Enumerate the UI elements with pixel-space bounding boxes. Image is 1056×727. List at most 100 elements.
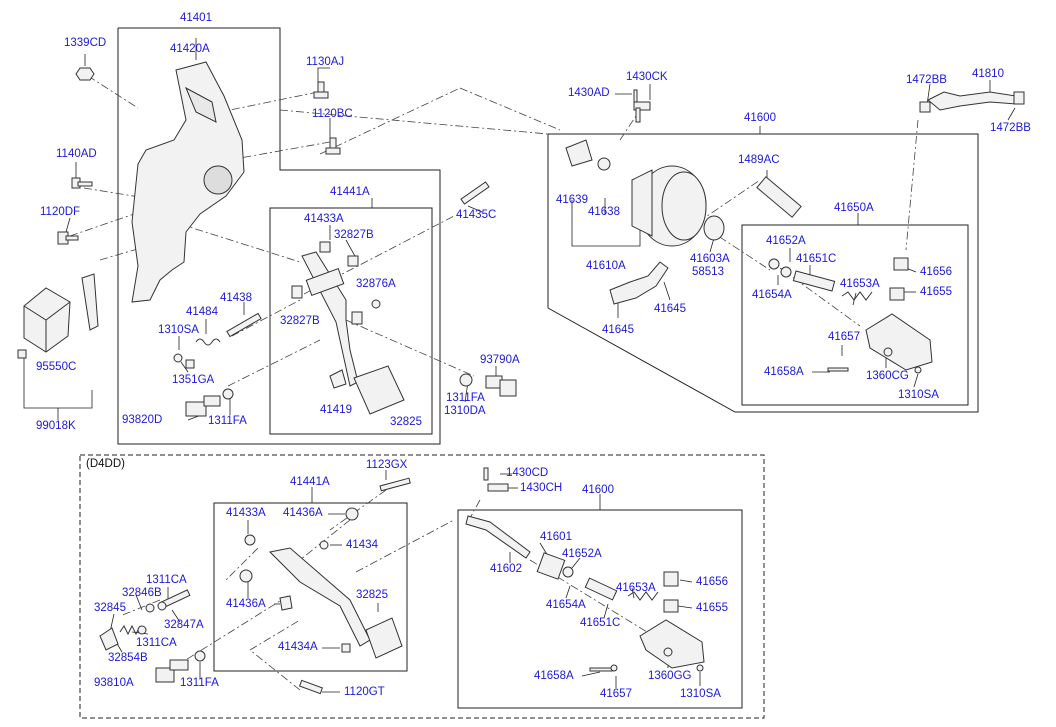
label-41658a: 41658A (764, 366, 804, 378)
label-32825: 32825 (390, 416, 422, 428)
label-1311fa: 1311FA (208, 415, 247, 427)
nut-1310sa-right (914, 366, 922, 374)
washer-41657-lower (610, 664, 618, 672)
label-1360cg: 1360CG (866, 370, 909, 382)
d4dd-group-box (79, 454, 765, 719)
pedal-pad-32825 (353, 365, 405, 415)
ring-41652a-lower (562, 566, 574, 578)
bush-41434a-small (341, 643, 351, 653)
switch-93810a (155, 659, 189, 683)
rod-41601 (536, 552, 566, 580)
nut-1311fa (222, 388, 234, 400)
bolt-1140ad (71, 177, 93, 189)
bolt-1123gx (379, 477, 411, 492)
bush-32827b-top (347, 255, 359, 267)
clamp-1472bb-left (919, 101, 931, 113)
pedal-arm (301, 251, 359, 387)
label-1310sa: 1310SA (158, 324, 199, 336)
cap-41655 (889, 287, 905, 301)
piston-41651c (792, 270, 836, 292)
label-1140ad: 1140AD (56, 148, 97, 160)
label-41401: 41401 (180, 12, 212, 24)
nut-1311ca (157, 601, 167, 611)
label-41436a-top: 41436A (283, 507, 323, 519)
rod-41602 (465, 515, 531, 559)
label-41653a: 41653A (840, 278, 880, 290)
module-bracket (81, 273, 99, 331)
module-95550c (23, 287, 71, 353)
clip-32876a (371, 299, 381, 309)
label-41656: 41656 (920, 266, 952, 278)
seal-41603a (703, 215, 725, 241)
label-41602: 41602 (490, 563, 522, 575)
label-32827b-left: 32827B (280, 315, 320, 327)
label-1310sa-lower: 1310SA (680, 688, 721, 700)
label-1311ca: 1311CA (146, 574, 187, 586)
label-1310sa-right: 1310SA (898, 389, 939, 401)
cap-41655-lower (663, 599, 679, 613)
nut-1310sa-lower (696, 664, 704, 672)
bush-41436a-lower (239, 569, 253, 583)
hose-41810 (927, 91, 1017, 111)
label-41441a-lower: 41441A (290, 476, 330, 488)
bolt-1360cg (883, 347, 893, 357)
label-1311fa-right: 1311FA (446, 392, 485, 404)
label-41651c: 41651C (796, 253, 837, 265)
label-1311fa-lower: 1311FA (180, 677, 219, 689)
booster-front (631, 169, 653, 237)
label-1351ga: 1351GA (172, 374, 215, 386)
bolt-1120gt (298, 679, 324, 695)
label-41656-lower: 41656 (696, 576, 728, 588)
clamp-1472bb-right (1013, 91, 1025, 105)
label-1120df: 1120DF (40, 206, 81, 218)
label-1472bb-left: 1472BB (906, 74, 947, 86)
label-1311ca-lower: 1311CA (136, 637, 177, 649)
nut-1310sa (173, 353, 183, 363)
label-93790a: 93790A (480, 354, 520, 366)
switch-93820d (185, 395, 221, 417)
label-1310da: 1310DA (444, 405, 486, 417)
body-41657-lower (639, 619, 705, 669)
label-32846b: 32846B (122, 587, 162, 599)
label-41639: 41639 (556, 194, 588, 206)
bracket-outline (117, 27, 441, 445)
pin-41438 (226, 312, 262, 338)
ring-41652a (768, 258, 780, 270)
label-41655: 41655 (920, 286, 952, 298)
screw-99018k (17, 349, 27, 359)
label-41810: 41810 (972, 68, 1004, 80)
label-41651c-lower: 41651C (580, 617, 621, 629)
bush-41436a-top (345, 507, 359, 521)
lower-pedal-box (213, 502, 408, 672)
cap-41656-lower (663, 571, 679, 587)
washer-41654a (780, 266, 792, 278)
bush-41433a-lower (244, 534, 256, 546)
bolt-1430ch (487, 483, 509, 492)
label-d4dd: (D4DD) (86, 458, 125, 470)
label-95550c: 95550C (36, 361, 77, 373)
piston-41651c-lower (584, 577, 618, 601)
washer-1351ga (185, 359, 195, 369)
label-93820d: 93820D (122, 414, 163, 426)
bush-41433a (319, 241, 331, 253)
nut-1311ca-lower (137, 625, 147, 635)
lower-pedal-pad-32825 (365, 617, 403, 659)
label-58513: 58513 (692, 266, 724, 278)
label-41654a: 41654A (752, 289, 792, 301)
label-32827b-top: 32827B (334, 229, 374, 241)
clip-32876a-mount (351, 311, 363, 325)
label-32876a: 32876A (356, 278, 396, 290)
label-41638: 41638 (588, 206, 620, 218)
label-32854b: 32854B (108, 652, 148, 664)
part-32847a (145, 603, 155, 613)
label-1430ad: 1430AD (568, 87, 610, 99)
label-32825-lower: 32825 (356, 589, 388, 601)
yoke-41638 (597, 157, 611, 171)
label-41658a-lower: 41658A (534, 670, 574, 682)
bolt-1120df (57, 231, 79, 245)
label-41434: 41434 (346, 539, 378, 551)
pedal-hub (305, 268, 345, 296)
label-41655-lower: 41655 (696, 602, 728, 614)
master-cylinder-box (547, 133, 979, 413)
label-1120gt: 1120GT (344, 686, 385, 698)
